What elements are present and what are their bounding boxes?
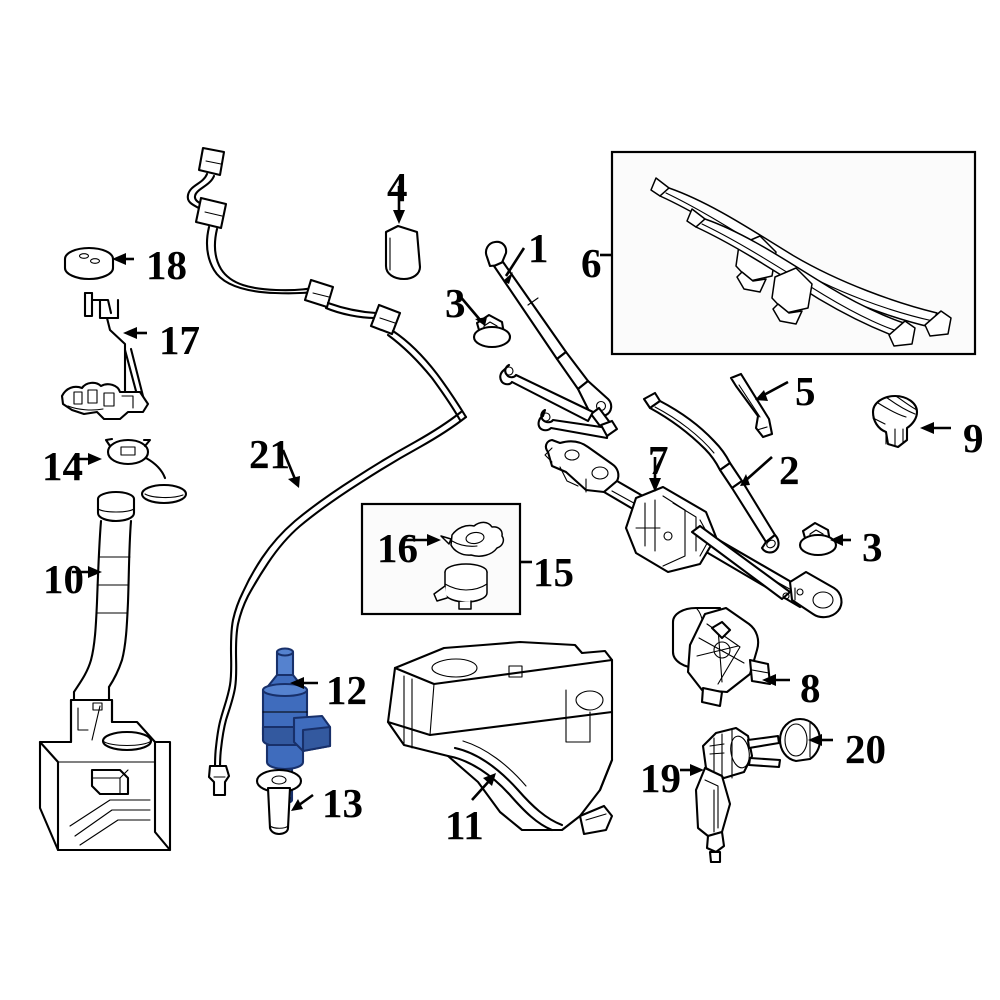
callout-label-3b: 3	[862, 524, 883, 570]
callout-label-7: 7	[648, 437, 669, 483]
callout-label-21: 21	[249, 431, 290, 477]
wiper-blade-lower	[686, 208, 916, 347]
washer-hose-upper-branch	[186, 146, 468, 422]
part-11-reservoir-tank	[386, 640, 614, 836]
part-5-arm-cover	[729, 372, 774, 439]
leader-lines	[72, 186, 951, 811]
washer-nozzle-body	[433, 563, 488, 610]
part-18-grommet	[63, 246, 115, 281]
part-8-wiper-motor	[671, 606, 772, 708]
part-10-filler-neck	[72, 490, 136, 704]
part-4-arm-cap	[384, 224, 422, 281]
callout-label-6: 6	[581, 240, 602, 286]
callout-label-11: 11	[445, 802, 484, 848]
callout-label-12: 12	[326, 667, 367, 713]
callout-label-5: 5	[795, 368, 816, 414]
inset-washer-nozzles	[360, 502, 522, 616]
part-14-reservoir-cap	[104, 437, 188, 505]
callout-label-20: 20	[845, 726, 886, 772]
callout-label-19: 19	[640, 755, 681, 801]
callout-label-13: 13	[322, 780, 363, 826]
callout-label-16: 16	[377, 525, 418, 571]
callout-label-10: 10	[43, 556, 84, 602]
part-3-nut-left	[472, 313, 512, 349]
inset-wiper-blades	[610, 150, 977, 356]
callout-label-3a: 3	[445, 280, 466, 326]
part-7-wiper-linkage	[544, 438, 843, 619]
callout-label-1: 1	[528, 225, 549, 271]
callout-label-9: 9	[963, 415, 984, 461]
part-3-nut-right	[798, 521, 838, 557]
part-9-round-cap	[871, 394, 919, 449]
callout-label-4: 4	[387, 164, 408, 210]
callout-label-14: 14	[42, 443, 83, 489]
washer-nozzle-part	[440, 521, 505, 557]
part-10-reservoir-tank	[38, 698, 172, 852]
part-17-hose-bracket	[60, 291, 150, 421]
callout-label-17: 17	[159, 317, 200, 363]
part-13-mounting-bolt	[255, 768, 303, 836]
part-2-wiper-arm	[642, 391, 780, 554]
callout-label-8: 8	[800, 665, 821, 711]
part-21-washer-hose	[207, 410, 468, 797]
callout-label-18: 18	[146, 242, 187, 288]
part-1-wiper-arm	[484, 240, 619, 440]
callout-label-2: 2	[779, 447, 800, 493]
callout-label-15: 15	[533, 549, 574, 595]
part-19-level-sensor	[694, 726, 782, 864]
